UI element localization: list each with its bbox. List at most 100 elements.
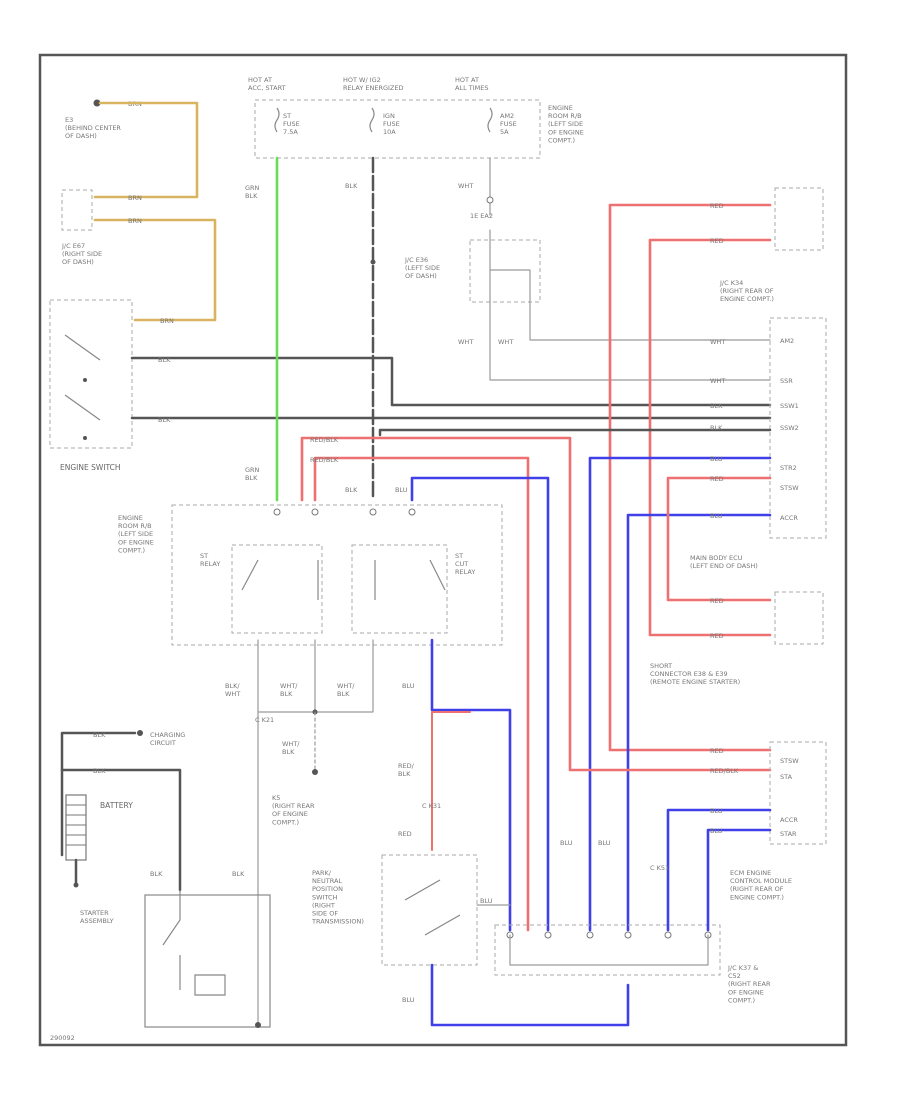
ecm-pin-star: STAR <box>780 830 797 838</box>
ecu-pin-stsw: STSW <box>780 484 799 492</box>
label-c-e22: 1E EA2 <box>470 212 493 220</box>
wire-red-blk-pn <box>431 711 471 851</box>
wire-blk-ssw2: BLK <box>158 416 171 424</box>
wire-blu-cut-label: BLU <box>402 682 415 690</box>
wire-blk-ecu-1: BLK <box>710 402 723 410</box>
ecu-pin-am2: AM2 <box>780 337 794 345</box>
label-c-k31: C K31 <box>422 802 441 810</box>
wire-blk-starter-2: BLK <box>232 870 245 878</box>
diagram-border <box>38 53 848 1047</box>
wire-blu-accr <box>626 513 772 932</box>
wire-blu-pn-label: BLU <box>402 996 415 1004</box>
ecu-pin-ssw2: SSW2 <box>780 424 799 432</box>
wire-blu-ecm-2 <box>706 828 772 932</box>
main-body-ecu: AM2 SSR SSW1 SSW2 STR2 STSW ACCR MAIN BO… <box>378 317 827 570</box>
ecm-pin-accr: ACCR <box>780 816 798 824</box>
ecu-pin-ssw1: SSW1 <box>780 402 799 410</box>
wire-red-blk-ecm: RED/BLK <box>710 767 739 775</box>
wire-wht-ssr: WHT <box>710 377 725 385</box>
label-engine-switch: ENGINE SWITCH <box>60 463 121 472</box>
ecu-pin-str2: STR2 <box>780 464 797 472</box>
wire-red-blk-sta <box>300 436 772 772</box>
ecm-pin-stsw: STSW <box>780 757 799 765</box>
ecu-pin-ssr: SSR <box>780 377 793 385</box>
wire-wht-blk-label-1: WHT/BLK <box>280 682 298 698</box>
wire-wht-blk-out-2 <box>257 639 374 713</box>
wire-blu-ecm-label-2: BLU <box>710 827 723 835</box>
wire-blk-ssw1: BLK <box>158 356 171 364</box>
ecu-pin-accr: ACCR <box>780 514 798 522</box>
label-c-k51: C K51 <box>650 864 669 872</box>
wire-red-sc-2: RED <box>710 632 724 640</box>
wire-blk-relay: BLK <box>345 486 358 494</box>
wire-blu-str2-label: BLU <box>710 455 723 463</box>
wire-blu-accr-label: BLU <box>710 512 723 520</box>
wire-red-k34-1: RED <box>710 202 724 210</box>
wire-red-sc-1: RED <box>710 597 724 605</box>
wire-red-stsw <box>666 476 772 602</box>
wire-blk-starter-1: BLK <box>150 870 163 878</box>
wire-blu-relay-label: BLU <box>395 486 408 494</box>
wire-red-k34-2: RED <box>710 237 724 245</box>
wire-blk-ecu-2: BLK <box>710 424 723 432</box>
wire-wht-am2-pin: WHT <box>710 338 725 346</box>
wire-red-stsw-label: RED <box>710 475 724 483</box>
ecm-pin-sta: STA <box>780 773 793 781</box>
wire-blu-label-b: BLU <box>598 839 611 847</box>
wire-red-blk-label-2: RED/BLK <box>310 456 339 464</box>
wire-red-pn: RED <box>398 830 412 838</box>
label-battery: BATTERY <box>100 801 133 810</box>
wire-blk-wht-label: BLK/WHT <box>225 682 240 698</box>
wire-wht-blk-label-3: WHT/BLK <box>282 740 300 756</box>
wire-wht-3: WHT <box>498 338 513 346</box>
wire-red-ecm-1: RED <box>710 747 724 755</box>
wire-blu-label-a: BLU <box>560 839 573 847</box>
label-main-body-ecu: MAIN BODY ECU(LEFT END OF DASH) <box>690 554 758 570</box>
wire-ssw1 <box>130 356 772 407</box>
wire-red-blk-pn-label: RED/BLK <box>398 762 415 778</box>
wire-wht-am2: WHT <box>458 182 473 190</box>
wire-red-blk-2 <box>313 456 530 932</box>
wire-blk-charging: BLK <box>93 731 106 739</box>
wire-blu-relay <box>410 476 550 932</box>
wire-brn-2: BRN <box>128 194 142 202</box>
wire-blu-cut <box>430 638 512 932</box>
wire-brn-4: BRN <box>160 317 174 325</box>
wire-red-blk-label-1: RED/BLK <box>310 436 339 444</box>
label-c-k21: C K21 <box>255 716 274 724</box>
wire-wht-2: WHT <box>458 338 473 346</box>
wire-wht-blk-label-2: WHT/BLK <box>337 682 355 698</box>
